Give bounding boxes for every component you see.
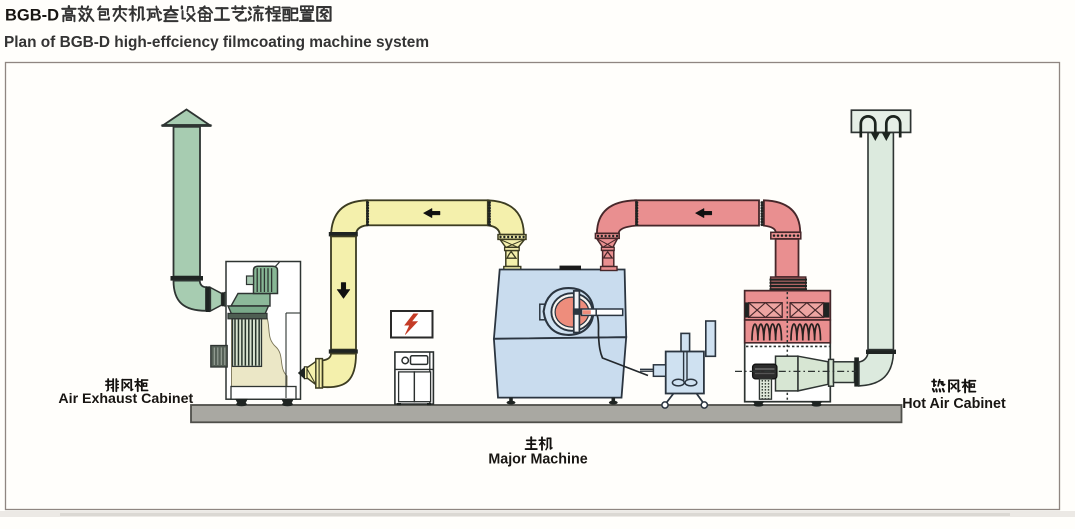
svg-text:BGB-D: BGB-D	[5, 7, 59, 25]
svg-text:Air Exhaust Cabinet: Air Exhaust Cabinet	[58, 391, 193, 407]
svg-text:Plan of BGB-D high-effciency f: Plan of BGB-D high-effciency filmcoating…	[4, 34, 429, 51]
svg-text:Hot Air Cabinet: Hot Air Cabinet	[902, 396, 1006, 412]
svg-text:Major Machine: Major Machine	[488, 452, 587, 468]
